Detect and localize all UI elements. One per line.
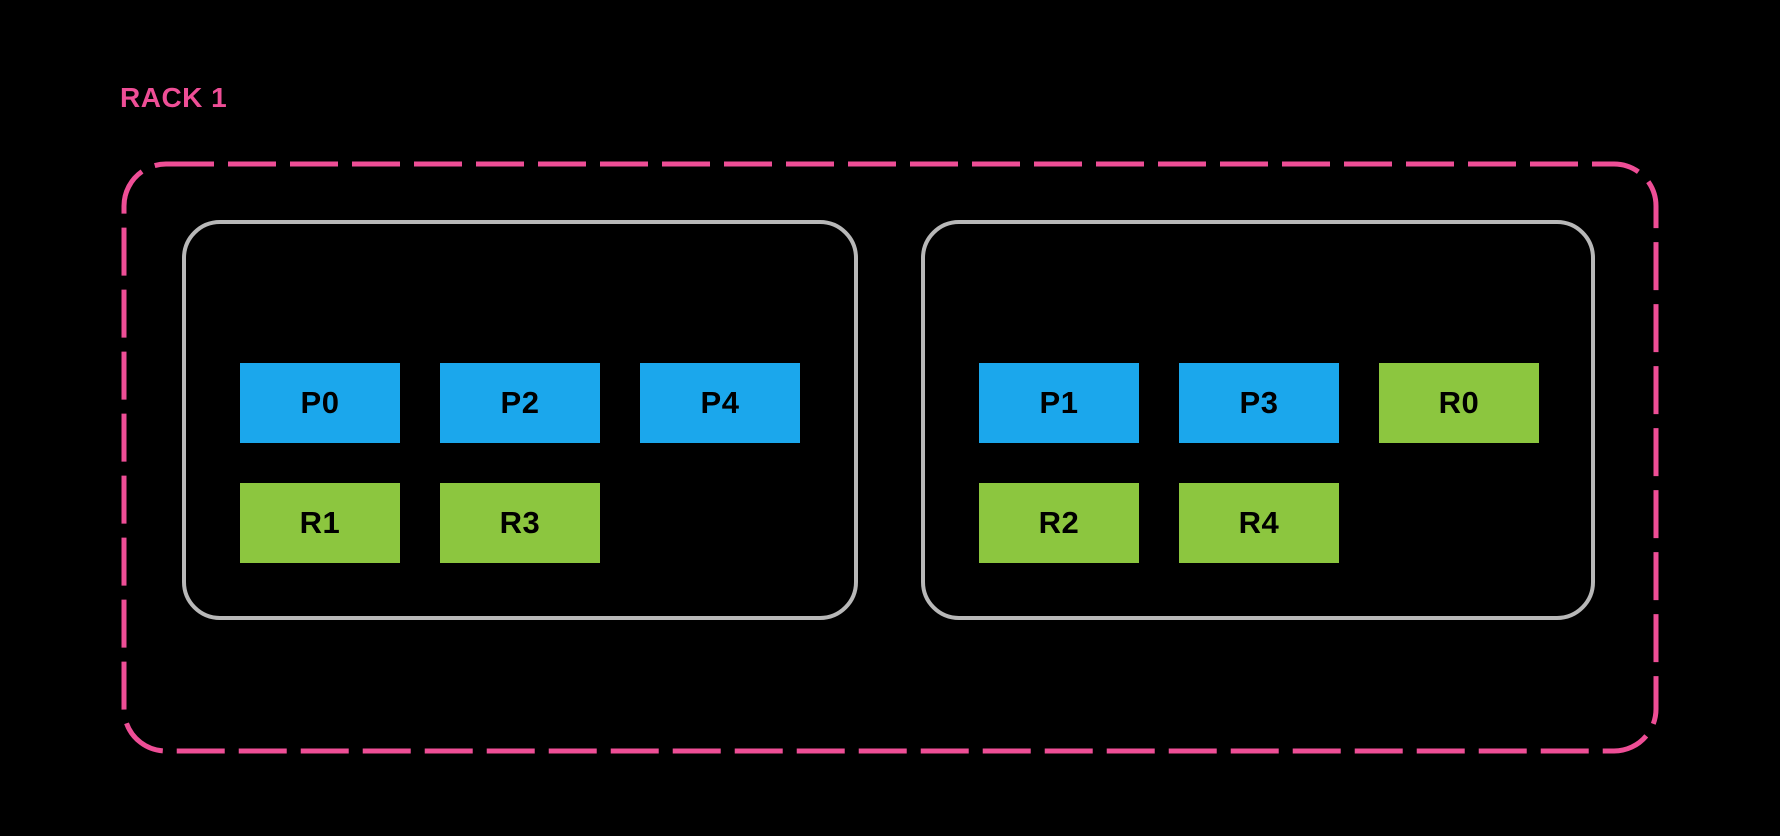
shard-label: R2 xyxy=(1038,505,1080,540)
shard-chip-r2: R2 xyxy=(979,483,1139,563)
shard-chip-r0: R0 xyxy=(1379,363,1539,443)
shard-chip-p4: P4 xyxy=(640,363,800,443)
rack-dashed-border xyxy=(121,161,1659,754)
shard-label: P1 xyxy=(1039,385,1079,420)
server-node-1: P0 P2 P4 R1 R3 xyxy=(182,220,858,620)
rack-title: RACK 1 xyxy=(120,82,228,113)
shard-chip-p3: P3 xyxy=(1179,363,1339,443)
shard-label: P4 xyxy=(700,385,740,420)
shard-chip-p0: P0 xyxy=(240,363,400,443)
shard-label: P3 xyxy=(1239,385,1279,420)
shard-chip-p1: P1 xyxy=(979,363,1139,443)
shard-chip-r4: R4 xyxy=(1179,483,1339,563)
shard-label: R1 xyxy=(299,505,341,540)
shard-chip-r3: R3 xyxy=(440,483,600,563)
server-node-2: P1 P3 R0 R2 R4 xyxy=(921,220,1595,620)
shard-chip-p2: P2 xyxy=(440,363,600,443)
shard-label: R0 xyxy=(1438,385,1480,420)
shard-label: P2 xyxy=(500,385,540,420)
shard-chip-r1: R1 xyxy=(240,483,400,563)
shard-label: P0 xyxy=(300,385,340,420)
shard-label: R4 xyxy=(1238,505,1280,540)
shard-label: R3 xyxy=(499,505,541,540)
